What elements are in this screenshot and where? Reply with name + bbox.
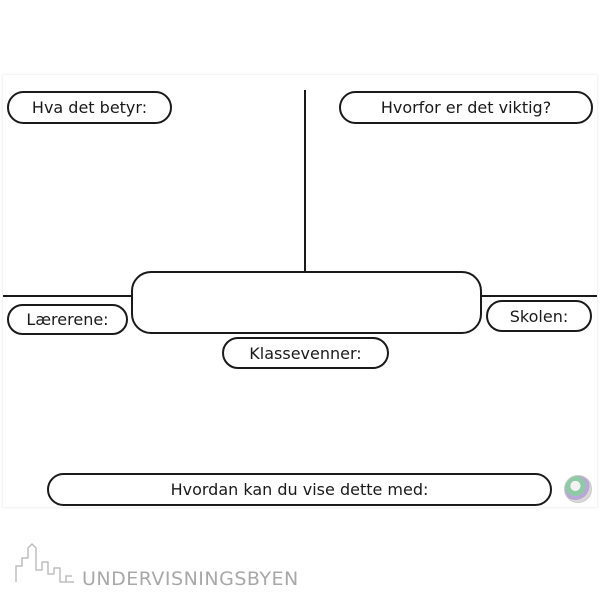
brand-footer: UNDERVISNINGSBYEN: [14, 540, 334, 590]
horizontal-divider-left: [3, 295, 134, 297]
horizontal-divider-right: [479, 295, 597, 297]
label-classmates: Klassevenner:: [222, 337, 389, 369]
globe-logo-icon: [564, 475, 592, 503]
city-skyline-icon: [15, 543, 74, 583]
label-how-to-show: Hvordan kan du vise dette med:: [47, 473, 552, 506]
label-why-important: Hvorfor er det viktig?: [339, 91, 593, 124]
worksheet: Hva det betyr: Hvorfor er det viktig? Læ…: [3, 75, 597, 507]
label-school: Skolen:: [486, 300, 592, 332]
label-what-it-means: Hva det betyr:: [7, 91, 172, 124]
label-teachers: Lærerene:: [7, 304, 128, 335]
brand-name: UNDERVISNINGSBYEN: [82, 568, 299, 590]
center-box[interactable]: [131, 271, 482, 334]
vertical-divider: [304, 90, 306, 275]
